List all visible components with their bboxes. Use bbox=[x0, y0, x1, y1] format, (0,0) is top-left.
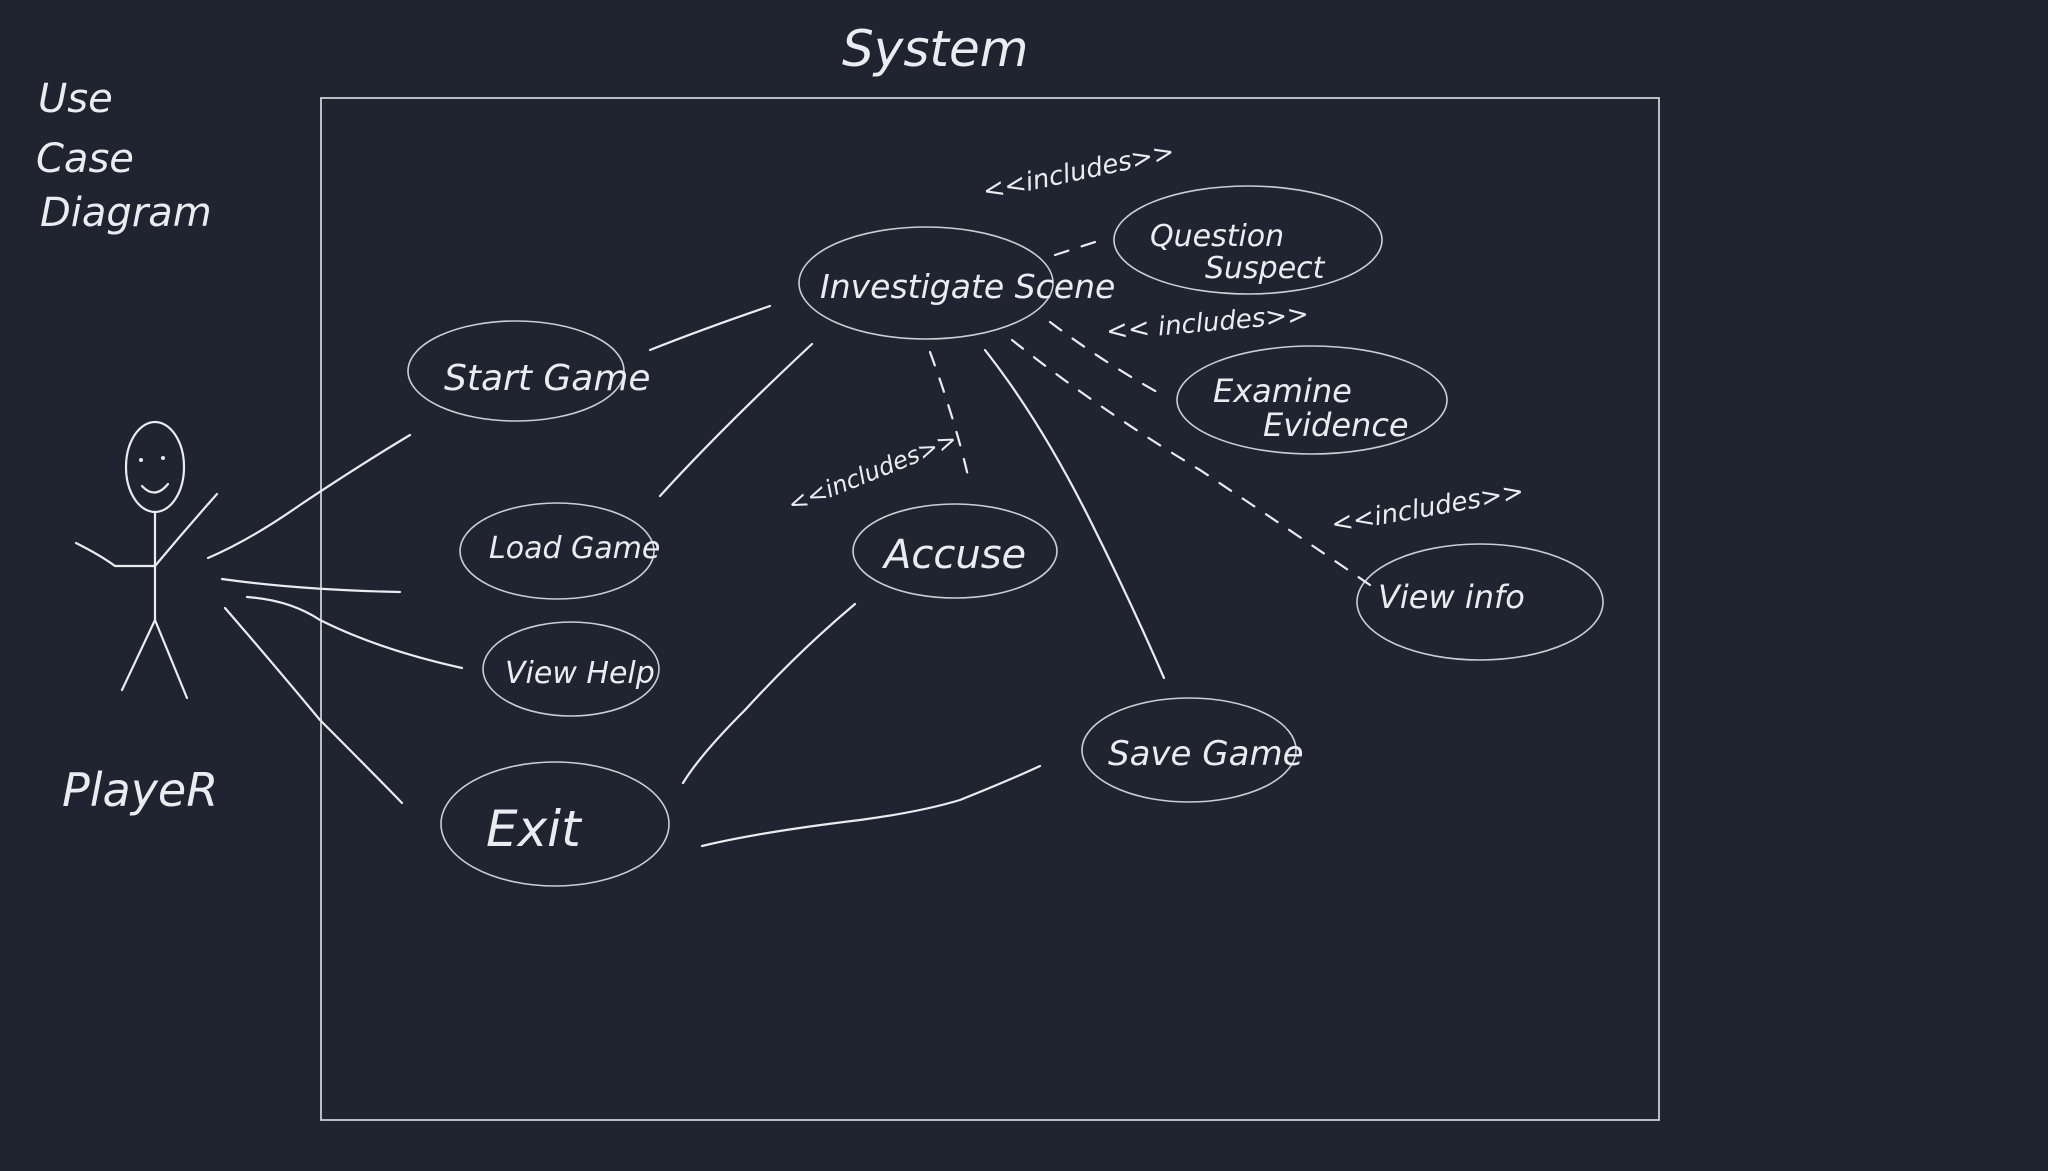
examine-evidence-ellipse bbox=[1176, 345, 1448, 455]
include-relations: <<includes>> << includes>> <<includes>> … bbox=[784, 137, 1526, 587]
save-game-ellipse bbox=[1081, 697, 1297, 803]
dash-investigate-question bbox=[1053, 240, 1097, 257]
examine-evidence-label-2: Evidence bbox=[1263, 406, 1409, 444]
dash-investigate-examine bbox=[1048, 320, 1159, 394]
include-label-view-info: <<includes>> bbox=[1329, 477, 1526, 540]
use-case-question-suspect: Question Suspect bbox=[1113, 185, 1383, 295]
exit-ellipse bbox=[440, 761, 670, 887]
question-suspect-ellipse bbox=[1113, 185, 1383, 295]
assoc-load-game bbox=[220, 577, 402, 594]
assoc-start-game bbox=[206, 433, 412, 560]
include-label-examine: << includes>> bbox=[1105, 299, 1310, 347]
investigate-scene-ellipse bbox=[798, 226, 1054, 340]
view-help-label: View Help bbox=[505, 656, 655, 691]
actor-player: PlayeR bbox=[62, 420, 219, 817]
line-exit-to-save bbox=[700, 764, 1042, 848]
examine-evidence-label-1: Examine bbox=[1213, 372, 1352, 410]
assoc-view-help bbox=[245, 595, 464, 670]
use-case-save-game: Save Game bbox=[1081, 697, 1303, 803]
use-case-accuse: Accuse bbox=[852, 503, 1058, 599]
actor-arms bbox=[74, 492, 219, 568]
line-accuse-to-exit bbox=[681, 602, 857, 785]
dash-investigate-accuse bbox=[928, 350, 970, 478]
use-case-investigate-scene: Investigate Scene bbox=[798, 226, 1115, 340]
include-label-question: <<includes>> bbox=[980, 137, 1177, 207]
view-info-label: View info bbox=[1378, 578, 1525, 616]
accuse-ellipse bbox=[852, 503, 1058, 599]
actor-label: PlayeR bbox=[62, 763, 218, 817]
exit-label: Exit bbox=[486, 800, 583, 858]
actor-head bbox=[124, 420, 186, 514]
start-game-label: Start Game bbox=[444, 358, 651, 399]
use-case-view-help: View Help bbox=[482, 621, 660, 717]
investigate-scene-label: Investigate Scene bbox=[820, 267, 1115, 306]
use-case-exit: Exit bbox=[440, 761, 670, 887]
start-game-ellipse bbox=[407, 320, 625, 422]
question-suspect-label-2: Suspect bbox=[1205, 251, 1326, 286]
actor-eye-left bbox=[139, 458, 143, 462]
line-investigate-to-save bbox=[983, 348, 1166, 680]
use-case-view-info: View info bbox=[1356, 543, 1604, 661]
system-boundary bbox=[320, 97, 1660, 1121]
diagram-title: Use Case Diagram bbox=[36, 76, 212, 236]
use-case-load-game: Load Game bbox=[459, 502, 660, 600]
line-load-to-investigate bbox=[658, 342, 814, 498]
load-game-ellipse bbox=[459, 502, 655, 600]
question-suspect-label-1: Question bbox=[1150, 219, 1284, 254]
assoc-exit bbox=[223, 606, 404, 805]
view-help-ellipse bbox=[482, 621, 660, 717]
system-label: System bbox=[842, 20, 1028, 78]
use-case-associations bbox=[648, 304, 1166, 848]
save-game-label: Save Game bbox=[1108, 734, 1303, 774]
accuse-label: Accuse bbox=[881, 532, 1026, 578]
load-game-label: Load Game bbox=[489, 531, 660, 566]
title-line-3: Diagram bbox=[40, 190, 212, 236]
actor-smile bbox=[140, 482, 170, 494]
view-info-ellipse bbox=[1356, 543, 1604, 661]
dash-investigate-view-info bbox=[1010, 338, 1372, 587]
title-line-2: Case bbox=[36, 136, 134, 182]
line-start-to-investigate bbox=[648, 304, 772, 352]
use-case-examine-evidence: Examine Evidence bbox=[1176, 345, 1448, 455]
actor-associations bbox=[206, 433, 464, 805]
title-line-1: Use bbox=[38, 76, 113, 122]
actor-eye-right bbox=[161, 456, 165, 460]
use-case-start-game: Start Game bbox=[407, 320, 651, 422]
actor-legs bbox=[120, 618, 189, 700]
